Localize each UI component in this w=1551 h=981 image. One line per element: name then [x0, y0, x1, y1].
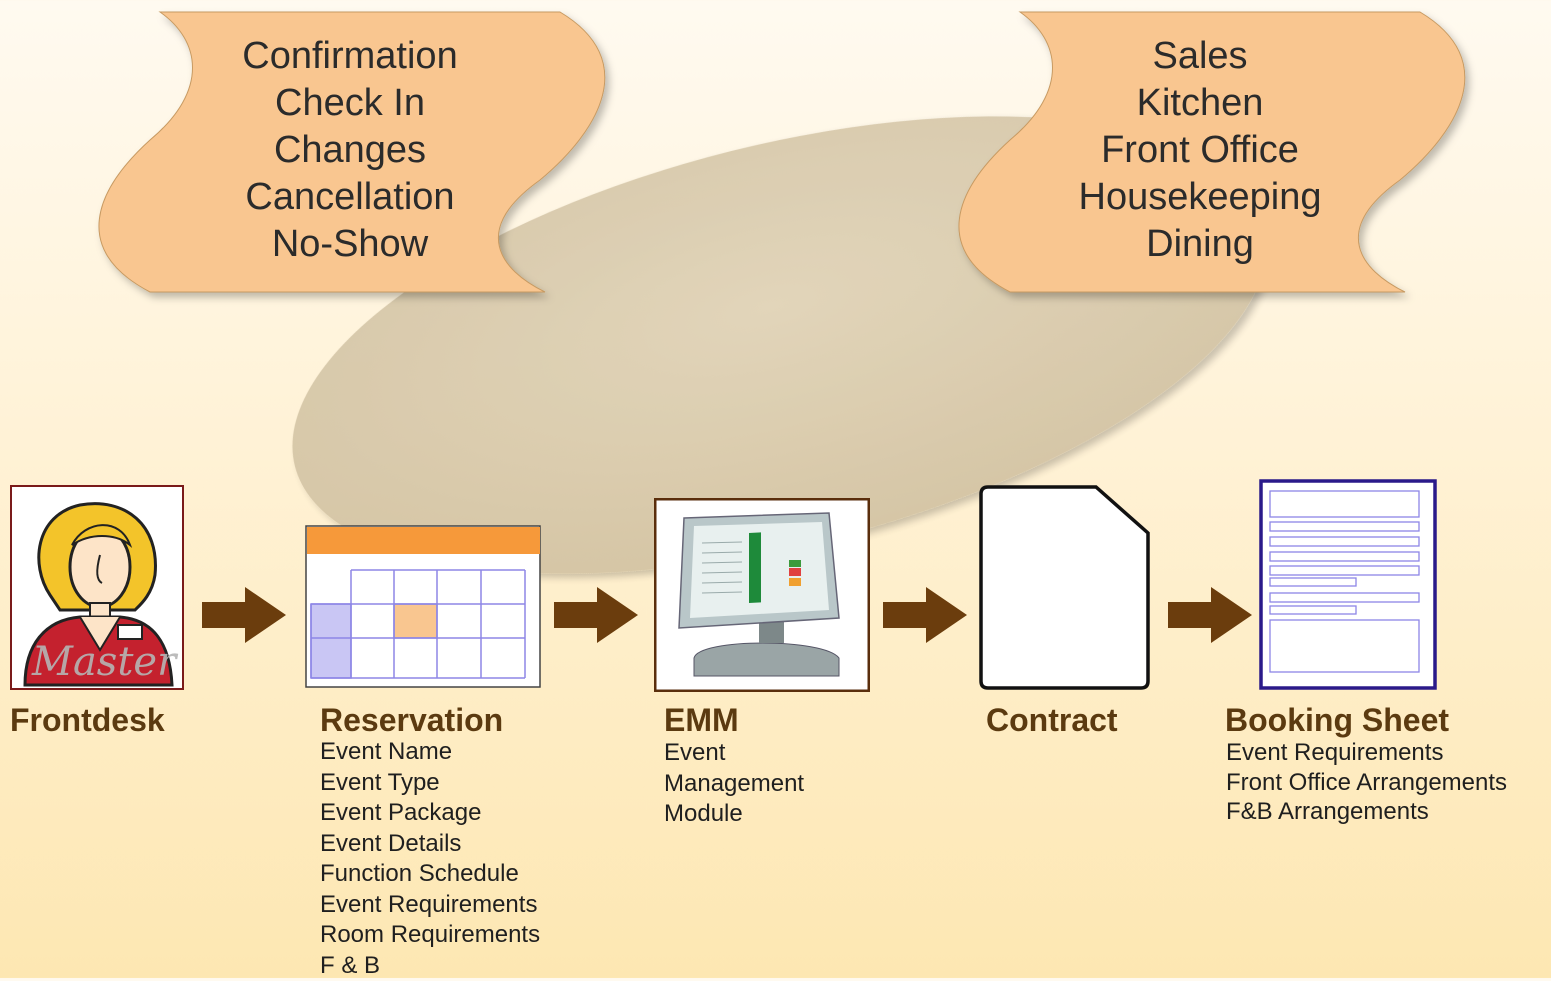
right-banner-line: Sales [1040, 33, 1360, 80]
emm-title: EMM [664, 702, 739, 739]
reservation-item: Event Type [320, 768, 540, 799]
booking-item: F&B Arrangements [1226, 797, 1507, 827]
reservation-item-list: Event Name Event Type Event Package Even… [320, 737, 540, 981]
arrow-right-icon [200, 585, 290, 645]
booking-sheet-icon [1259, 479, 1437, 690]
frontdesk-title: Frontdesk [10, 702, 165, 739]
emm-item: Management [664, 769, 804, 800]
pos-terminal-icon [654, 498, 870, 692]
right-banner-line: Dining [1040, 221, 1360, 268]
right-banner-line: Front Office [1040, 127, 1360, 174]
right-banner-line: Kitchen [1040, 80, 1360, 127]
reservation-item: Event Requirements [320, 890, 540, 921]
reservation-item: F & B [320, 951, 540, 981]
reservation-item: Event Name [320, 737, 540, 768]
left-banner-line: Confirmation [200, 33, 500, 80]
left-banner-line: Check In [200, 80, 500, 127]
emm-item: Event [664, 738, 804, 769]
left-banner-line: Cancellation [200, 174, 500, 221]
left-banner-line: Changes [200, 127, 500, 174]
booking-item: Front Office Arrangements [1226, 768, 1507, 798]
left-banner-line: No-Show [200, 221, 500, 268]
emm-item-list: Event Management Module [664, 738, 804, 830]
calendar-icon [305, 525, 542, 689]
right-banner-text: Sales Kitchen Front Office Housekeeping … [1040, 33, 1360, 268]
reservation-item: Event Package [320, 798, 540, 829]
booking-item: Event Requirements [1226, 738, 1507, 768]
document-icon [978, 485, 1152, 691]
contract-title: Contract [986, 702, 1118, 739]
arrow-right-icon [881, 585, 971, 645]
emm-item: Module [664, 799, 804, 830]
frontdesk-logo-text: Master [31, 639, 179, 685]
booking-sheet-title: Booking Sheet [1225, 702, 1449, 739]
reservation-item: Room Requirements [320, 920, 540, 951]
arrow-right-icon [1166, 585, 1256, 645]
right-banner-line: Housekeeping [1040, 174, 1360, 221]
arrow-right-icon [552, 585, 642, 645]
reservation-item: Function Schedule [320, 859, 540, 890]
reservation-item: Event Details [320, 829, 540, 860]
frontdesk-woman-icon: Master [10, 485, 184, 690]
left-banner-text: Confirmation Check In Changes Cancellati… [200, 33, 500, 268]
reservation-title: Reservation [320, 702, 503, 739]
booking-item-list: Event Requirements Front Office Arrangem… [1226, 738, 1507, 827]
